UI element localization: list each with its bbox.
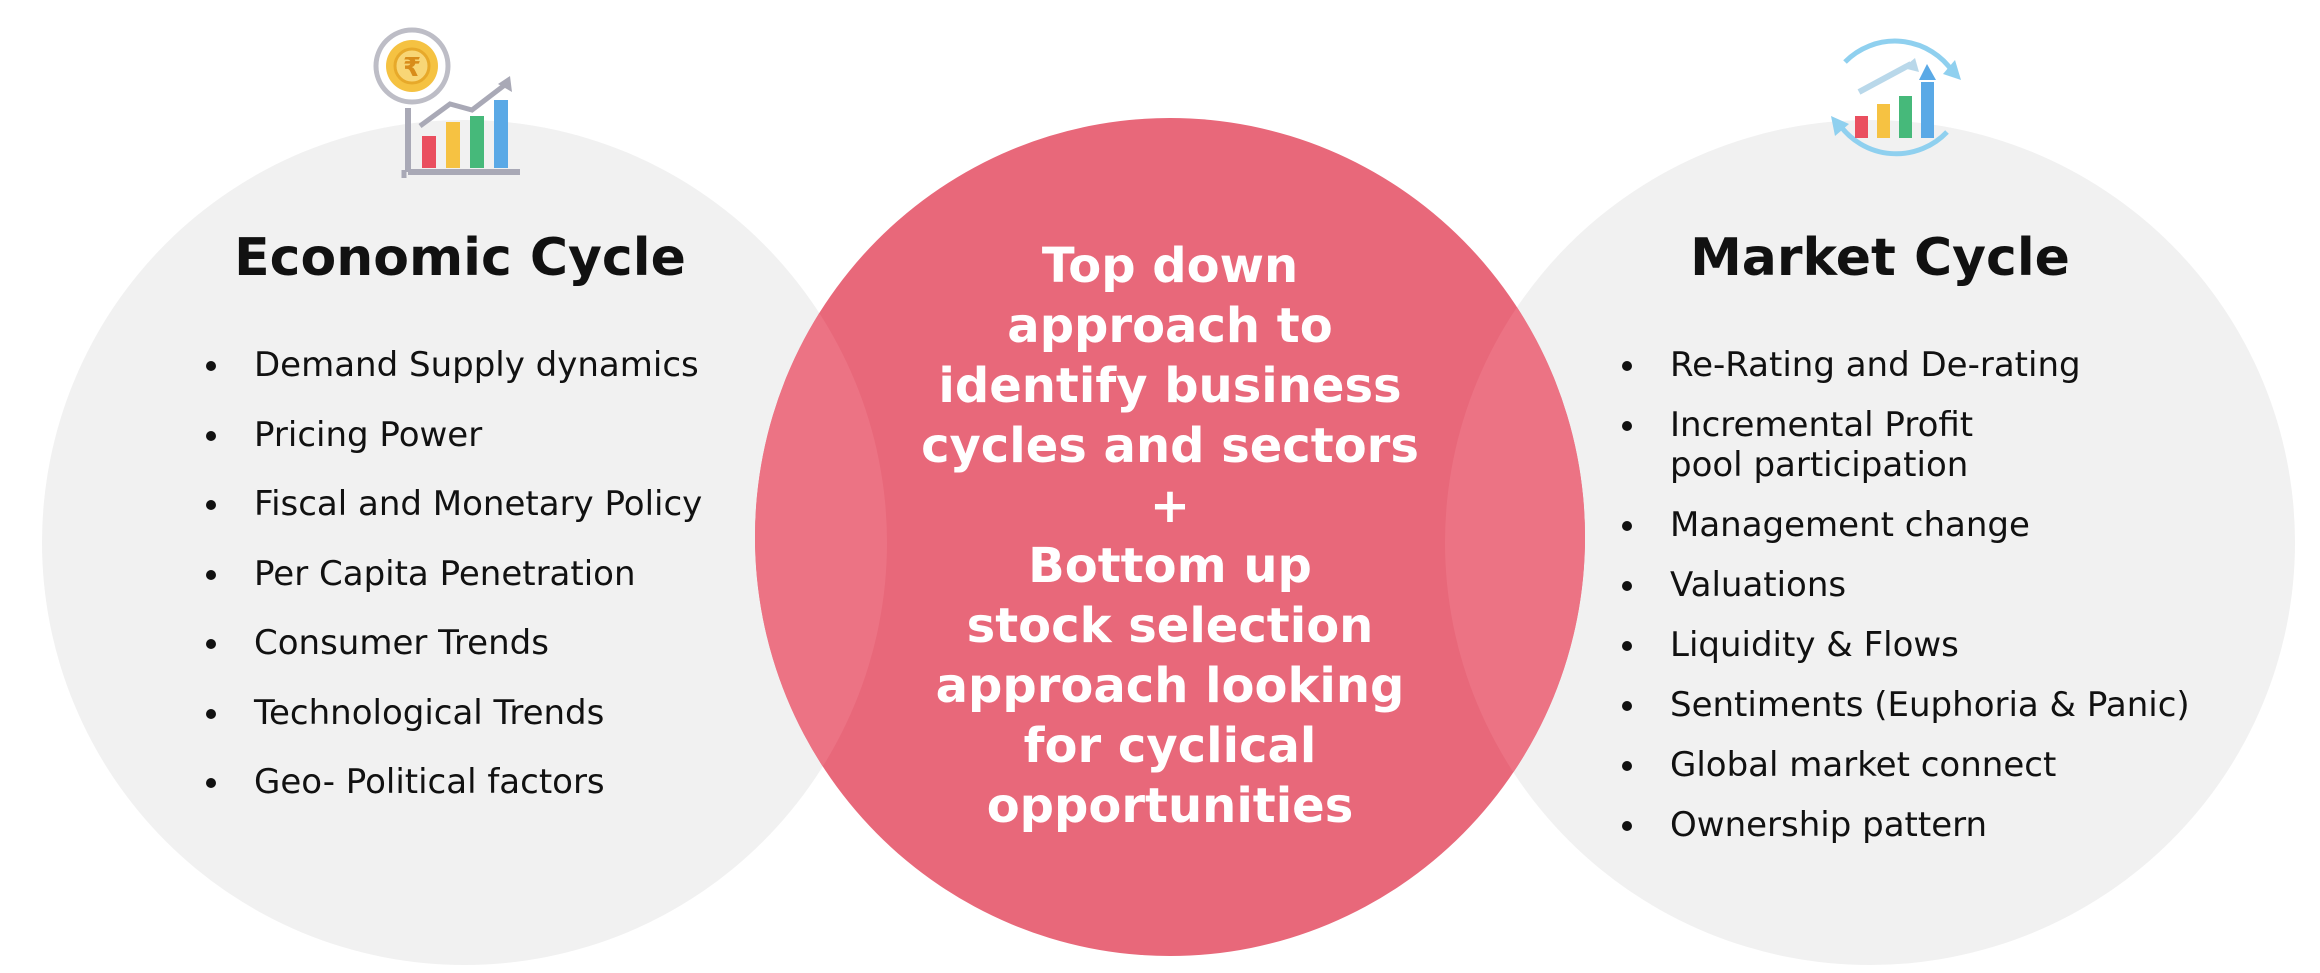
list-item-text: Global market connect bbox=[1670, 745, 2057, 785]
center-approach-text: Top down approach to identify business c… bbox=[880, 236, 1460, 836]
list-item-text: Re-Rating and De-rating bbox=[1670, 345, 2081, 385]
market-cycle-title: Market Cycle bbox=[1690, 228, 2070, 288]
market-cycle-list: Re-Rating and De-rating Incremental Prof… bbox=[1622, 345, 2190, 865]
cycle-bar-chart-icon bbox=[1815, 20, 1975, 175]
center-plus-sign: + bbox=[1149, 478, 1191, 534]
list-item: Geo- Political factors bbox=[206, 762, 702, 802]
center-line: identify business bbox=[938, 358, 1402, 414]
center-line: opportunities bbox=[986, 778, 1354, 834]
center-line: approach to bbox=[1007, 298, 1333, 354]
list-item-text: Incremental Profit bbox=[1670, 405, 1974, 445]
list-item: Per Capita Penetration bbox=[206, 554, 702, 594]
list-item: Liquidity & Flows bbox=[1622, 625, 2190, 665]
center-line: Top down bbox=[1041, 238, 1299, 294]
economic-cycle-list: Demand Supply dynamics Pricing Power Fis… bbox=[206, 345, 702, 832]
list-item: Fiscal and Monetary Policy bbox=[206, 484, 702, 524]
list-item: Demand Supply dynamics bbox=[206, 345, 702, 385]
list-item: Management change bbox=[1622, 505, 2190, 545]
center-line: for cyclical bbox=[1023, 718, 1317, 774]
list-item-text-continued: pool participation bbox=[1670, 445, 1969, 485]
list-item: Ownership pattern bbox=[1622, 805, 2190, 845]
list-item: Re-Rating and De-rating bbox=[1622, 345, 2190, 385]
center-line: stock selection bbox=[966, 598, 1374, 654]
economic-cycle-title: Economic Cycle bbox=[234, 228, 686, 288]
list-item: Pricing Power bbox=[206, 415, 702, 455]
list-item-text: Management change bbox=[1670, 505, 2030, 545]
center-line: approach looking bbox=[935, 658, 1405, 714]
center-line: Bottom up bbox=[1028, 538, 1312, 594]
list-item-text: Ownership pattern bbox=[1670, 805, 1988, 845]
economic-cycle-circle bbox=[42, 120, 887, 965]
coin-growth-chart-icon: ₹ bbox=[360, 18, 530, 186]
center-line: cycles and sectors bbox=[921, 418, 1419, 474]
svg-text:₹: ₹ bbox=[403, 53, 421, 83]
list-item-text: Sentiments (Euphoria & Panic) bbox=[1670, 685, 2190, 725]
list-item: Global market connect bbox=[1622, 745, 2190, 785]
list-item-text: Valuations bbox=[1670, 565, 1847, 605]
list-item: Consumer Trends bbox=[206, 623, 702, 663]
list-item: Valuations bbox=[1622, 565, 2190, 605]
list-item-text: Liquidity & Flows bbox=[1670, 625, 1959, 665]
list-item: Sentiments (Euphoria & Panic) bbox=[1622, 685, 2190, 725]
list-item: Technological Trends bbox=[206, 693, 702, 733]
market-cycle-circle bbox=[1445, 120, 2295, 965]
